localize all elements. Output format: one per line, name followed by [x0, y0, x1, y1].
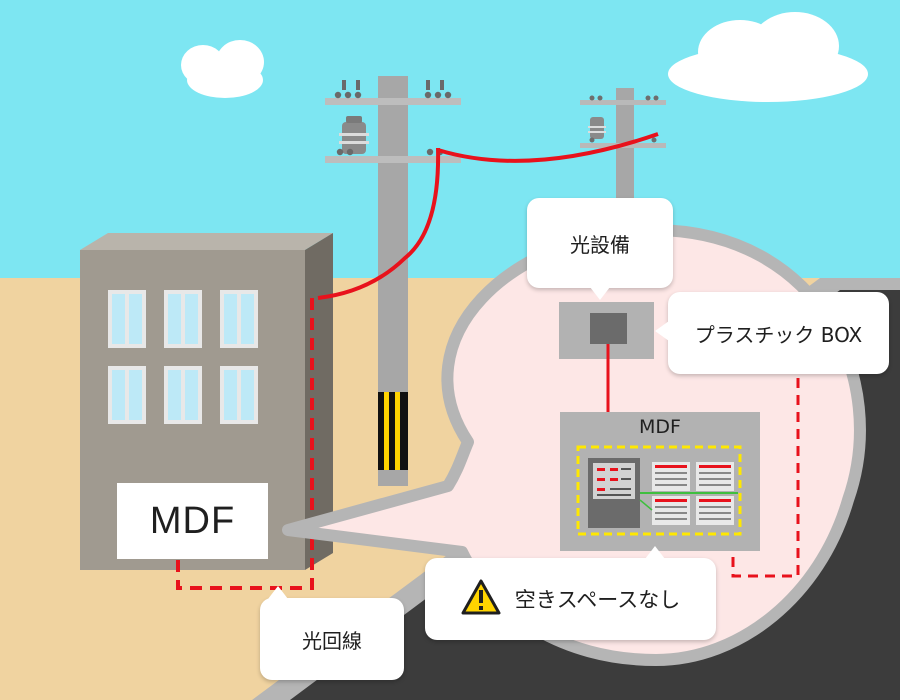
- mdf-terminal-blocks: [639, 462, 738, 525]
- mdf-building-label: MDF: [117, 483, 268, 559]
- plastic-box-inner: [590, 313, 627, 344]
- fiber-dashed-building: [176, 298, 314, 590]
- plastic-box-label-pointer: [655, 321, 669, 341]
- plastic-box-text: プラスチック BOX: [694, 322, 863, 347]
- optical-equipment-text: 光設備: [570, 232, 630, 257]
- fiber-line-text: 光回線: [302, 628, 362, 653]
- warning-triangle-icon: [461, 579, 501, 620]
- cloud-right: [668, 12, 868, 102]
- mdf-panel-left-lines: [597, 468, 631, 496]
- optical-equipment-label-pointer: [590, 287, 610, 300]
- fiber-dashed-bubble: [731, 378, 800, 578]
- fiber-line-label: 光回線: [260, 586, 404, 680]
- mdf-panel-left-ports: [597, 468, 618, 491]
- fiber-cable-drop: [317, 147, 441, 300]
- optical-equipment-label: 光設備: [527, 198, 673, 300]
- no-space-text: 空きスペースなし: [514, 588, 681, 612]
- plastic-box-label: プラスチック BOX: [655, 292, 889, 374]
- no-space-label: 空きスペースなし: [425, 546, 716, 640]
- mdf-no-space-outline: [576, 445, 742, 536]
- fiber-line-label-pointer: [268, 586, 288, 599]
- fiber-cable-overhead: [437, 132, 659, 163]
- mdf-building-text: MDF: [149, 499, 236, 542]
- cloud-left: [181, 40, 264, 98]
- mdf-cabinet-label: MDF: [639, 416, 681, 438]
- no-space-label-pointer: [645, 546, 665, 559]
- utility-pole-near: [325, 76, 461, 486]
